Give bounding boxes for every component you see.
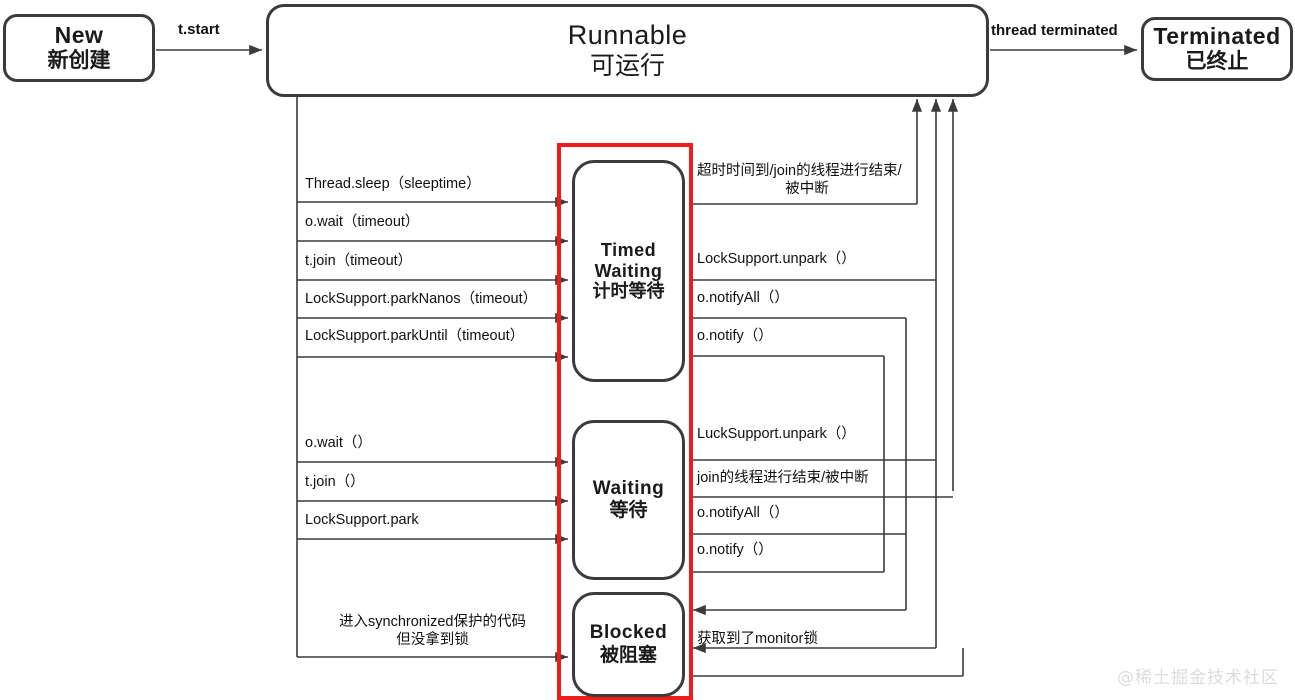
state-timed-waiting[interactable]: Timed Waiting 计时等待: [572, 160, 685, 382]
state-new-en: New: [54, 22, 104, 49]
edge-label-t-join: t.join（）: [305, 474, 365, 490]
edge-label-o-notifyall-waiting: o.notifyAll（）: [697, 505, 789, 521]
state-blocked-en: Blocked: [589, 622, 668, 644]
state-timed-waiting-en-2: Waiting: [594, 260, 663, 281]
state-runnable[interactable]: Runnable 可运行: [266, 4, 989, 97]
state-blocked-cn: 被阻塞: [599, 644, 657, 666]
edge-label-o-wait-timeout: o.wait（timeout）: [305, 214, 420, 230]
state-blocked[interactable]: Blocked 被阻塞: [572, 592, 685, 697]
state-timed-waiting-cn: 计时等待: [592, 281, 665, 302]
state-terminated[interactable]: Terminated 已终止: [1141, 17, 1293, 81]
edge-label-t-start: t.start: [178, 21, 220, 38]
edge-label-o-notify-timed: o.notify（）: [697, 328, 773, 344]
edge-label-o-notify-waiting: o.notify（）: [697, 542, 773, 558]
edge-label-enter-synchronized-l2: 但没拿到锁: [396, 632, 469, 649]
edge-label-locksupport-park: LockSupport.park: [305, 512, 419, 528]
edge-label-timeout-expired-l1: 超时时间到/join的线程进行结束/: [697, 163, 902, 179]
state-waiting[interactable]: Waiting 等待: [572, 420, 685, 580]
edge-label-locksupport-unpark: LockSupport.unpark（）: [697, 251, 856, 267]
edge-label-thread-terminated: thread terminated: [991, 22, 1118, 39]
edge-label-timeout-expired: 超时时间到/join的线程进行结束/ 被中断: [697, 162, 917, 198]
state-new[interactable]: New 新创建: [3, 14, 155, 82]
watermark: @稀土掘金技术社区: [1117, 668, 1279, 688]
edge-label-join-finished: join的线程进行结束/被中断: [697, 470, 869, 486]
state-waiting-en: Waiting: [592, 477, 665, 499]
state-timed-waiting-en-1: Timed: [600, 239, 657, 260]
state-terminated-en: Terminated: [1153, 23, 1281, 50]
state-new-cn: 新创建: [47, 49, 111, 73]
edge-label-parknanos: LockSupport.parkNanos（timeout）: [305, 291, 538, 307]
edge-label-timeout-expired-l2: 被中断: [785, 181, 829, 198]
blocking-states-group-highlight: [557, 143, 693, 700]
edge-label-t-join-timeout: t.join（timeout）: [305, 253, 413, 269]
edge-label-parkuntil: LockSupport.parkUntil（timeout）: [305, 328, 525, 344]
edge-label-o-wait: o.wait（）: [305, 435, 372, 451]
state-runnable-cn: 可运行: [589, 51, 665, 80]
state-waiting-cn: 等待: [609, 500, 648, 521]
edge-label-enter-synchronized-l1: 进入synchronized保护的代码: [339, 614, 526, 630]
edge-label-o-notifyall-timed: o.notifyAll（）: [697, 290, 789, 306]
edge-label-enter-synchronized: 进入synchronized保护的代码 但没拿到锁: [305, 613, 560, 649]
edge-label-thread-sleep: Thread.sleep（sleeptime）: [305, 176, 481, 192]
edge-label-lucksupport-unpark: LuckSupport.unpark（）: [697, 426, 856, 442]
state-terminated-cn: 已终止: [1185, 50, 1249, 74]
state-runnable-en: Runnable: [567, 20, 688, 51]
edge-label-acquired-monitor: 获取到了monitor锁: [697, 631, 818, 647]
